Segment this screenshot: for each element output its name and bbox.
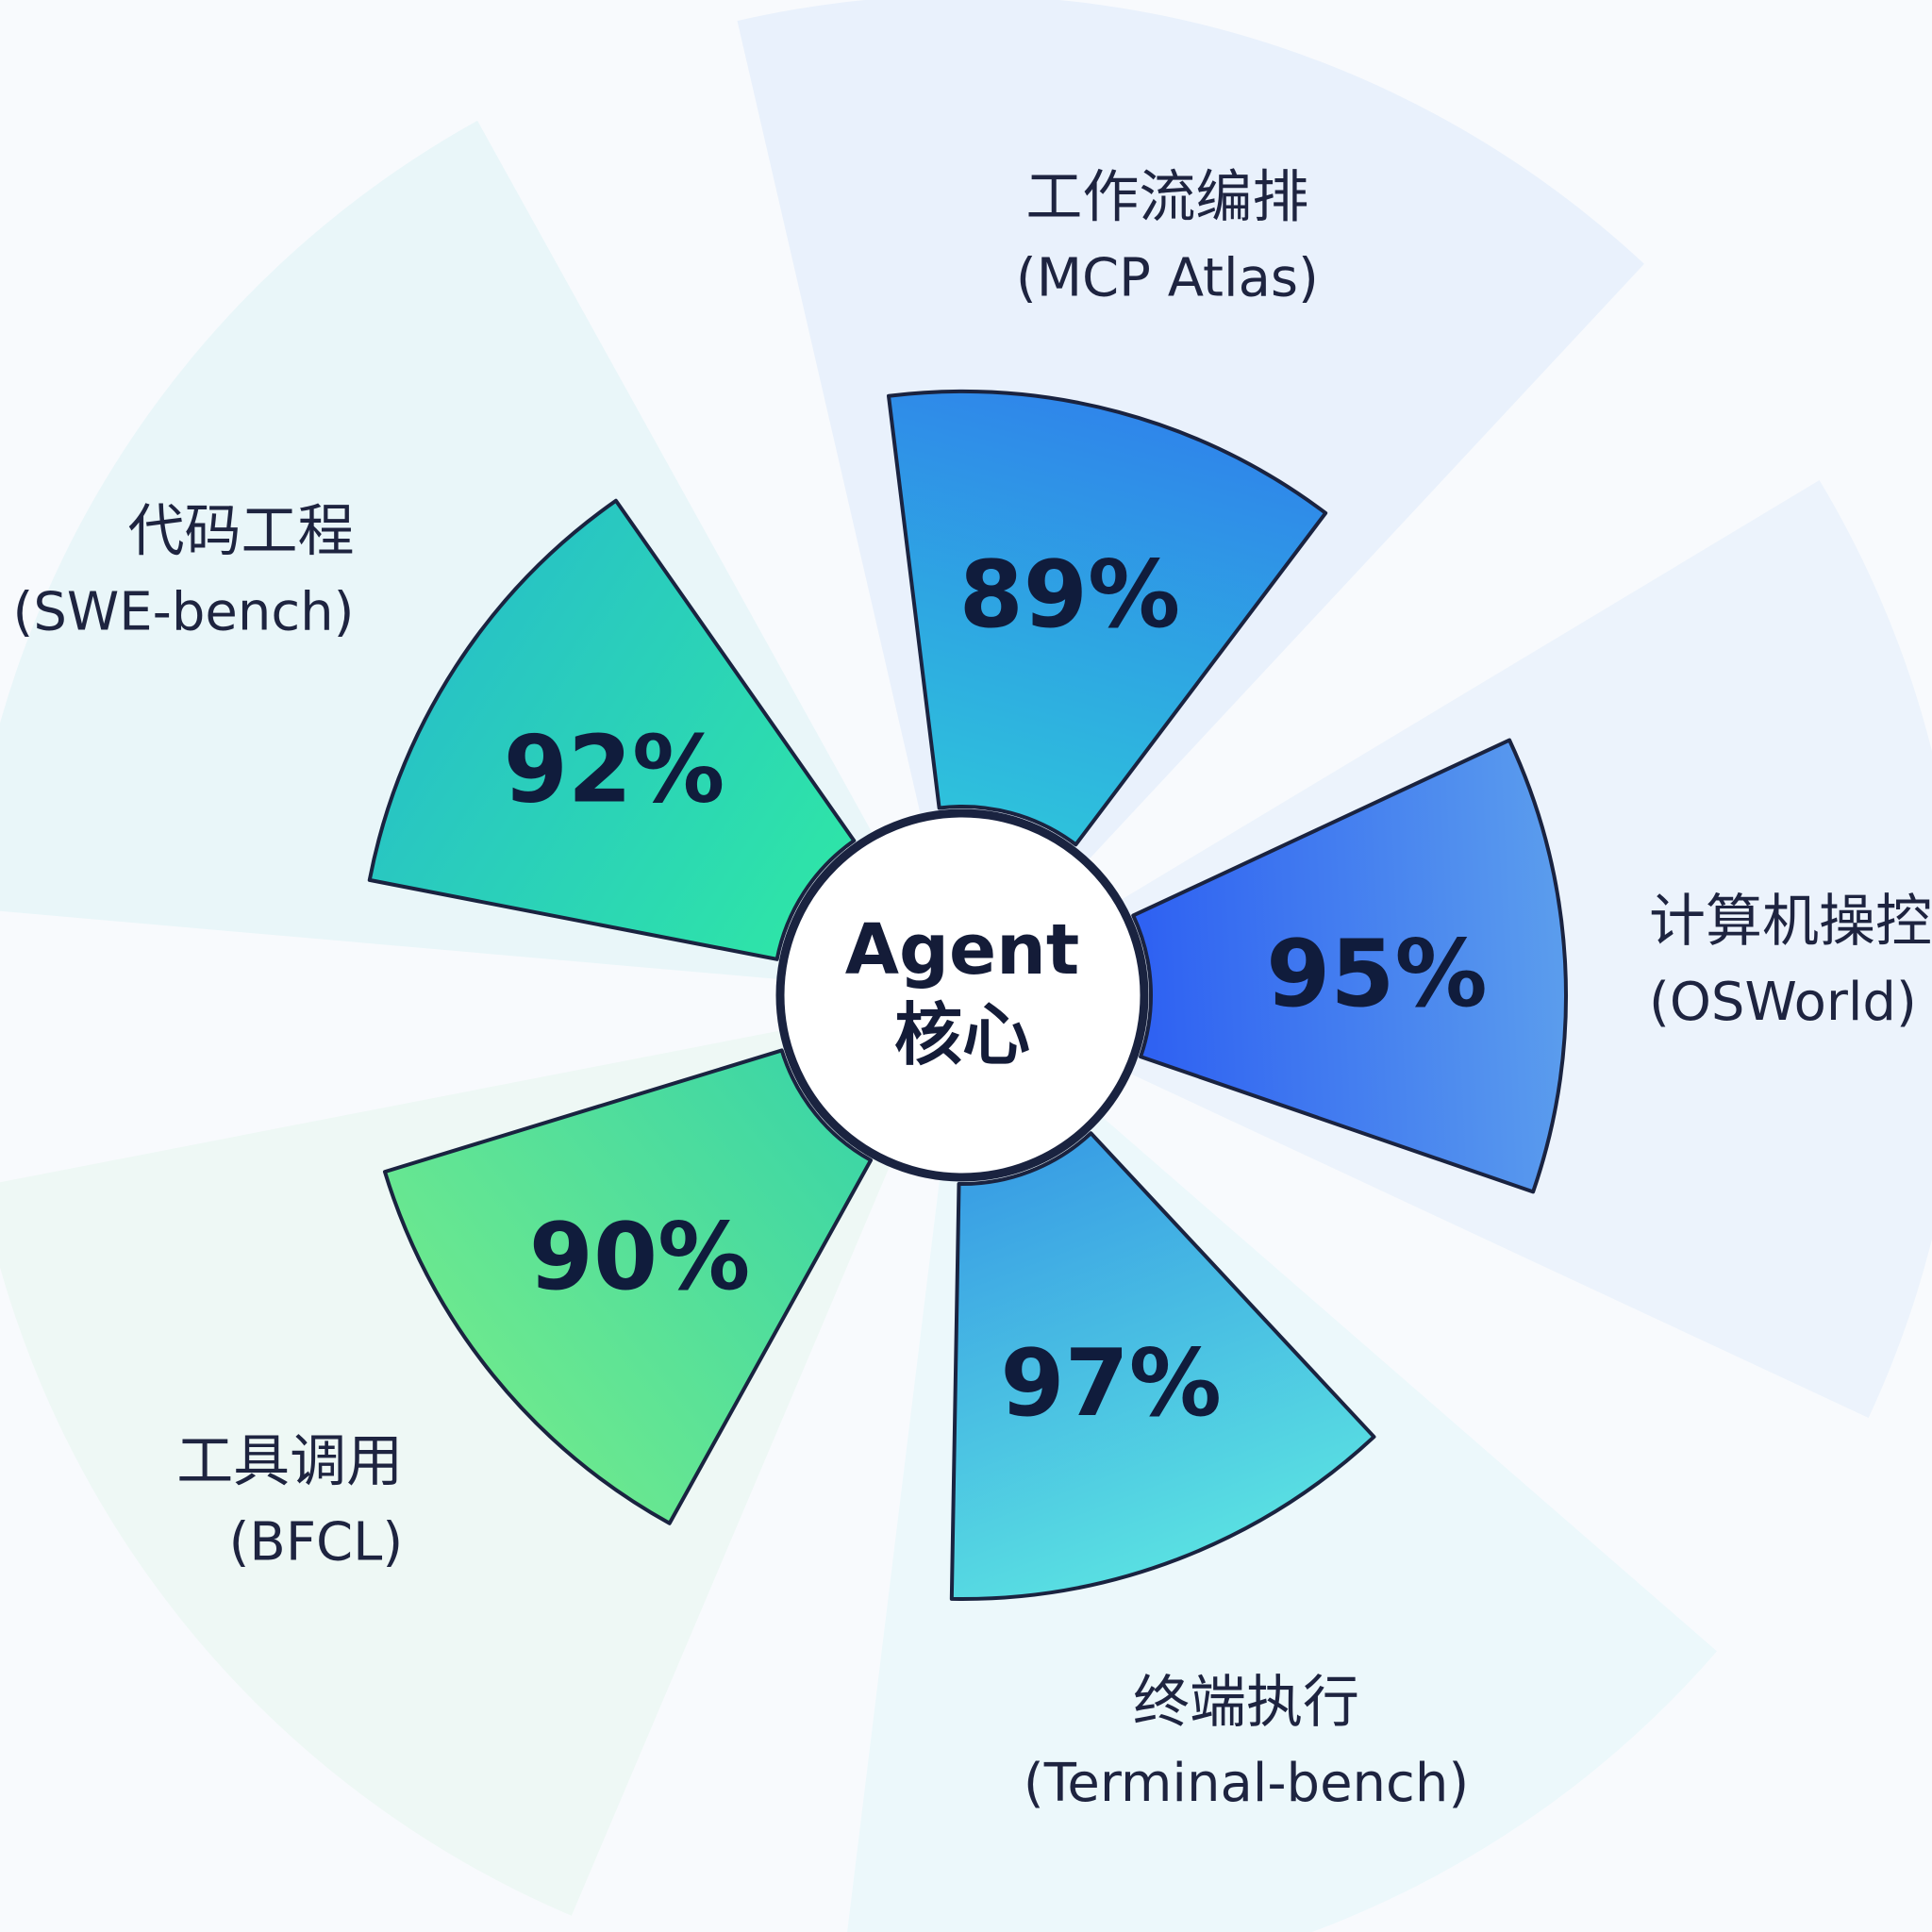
category-label-terminal: 终端执行	[1133, 1670, 1359, 1736]
sector-tool	[382, 1048, 874, 1525]
sectors	[367, 390, 1568, 1601]
value-label-terminal: 97%	[1000, 1330, 1222, 1438]
center-hub: Agent 核心	[775, 808, 1149, 1182]
sector-workflow	[887, 390, 1328, 847]
benchmark-label-tool: (BFCL)	[229, 1512, 404, 1574]
sector-computer	[1131, 738, 1568, 1194]
category-label-code: 代码工程	[128, 499, 355, 565]
value-labels: 89% 95% 97% 90% 92%	[504, 541, 1488, 1438]
category-labels: 工作流编排 (MCP Atlas) 计算机操控 (OSWorld) 终端执行 (Termi…	[13, 165, 1932, 1815]
category-label-computer: 计算机操控	[1649, 889, 1932, 955]
category-label-workflow: 工作流编排	[1025, 165, 1308, 231]
value-label-code: 92%	[504, 716, 725, 824]
benchmark-label-code: (SWE-bench)	[13, 582, 355, 643]
sector-terminal	[949, 1131, 1376, 1601]
category-label-tool: 工具调用	[176, 1429, 403, 1495]
benchmark-label-terminal: (Terminal-bench)	[1024, 1753, 1469, 1814]
center-label-line2: 核心	[894, 995, 1030, 1074]
value-label-computer: 95%	[1266, 921, 1488, 1028]
center-circle	[775, 808, 1149, 1182]
benchmark-label-workflow: (MCP Atlas)	[1016, 248, 1319, 309]
value-label-tool: 90%	[529, 1204, 751, 1311]
center-label-line1: Agent	[845, 909, 1080, 991]
benchmark-label-computer: (OSWorld)	[1649, 972, 1917, 1033]
value-label-workflow: 89%	[959, 541, 1181, 649]
sector-code	[367, 498, 857, 961]
